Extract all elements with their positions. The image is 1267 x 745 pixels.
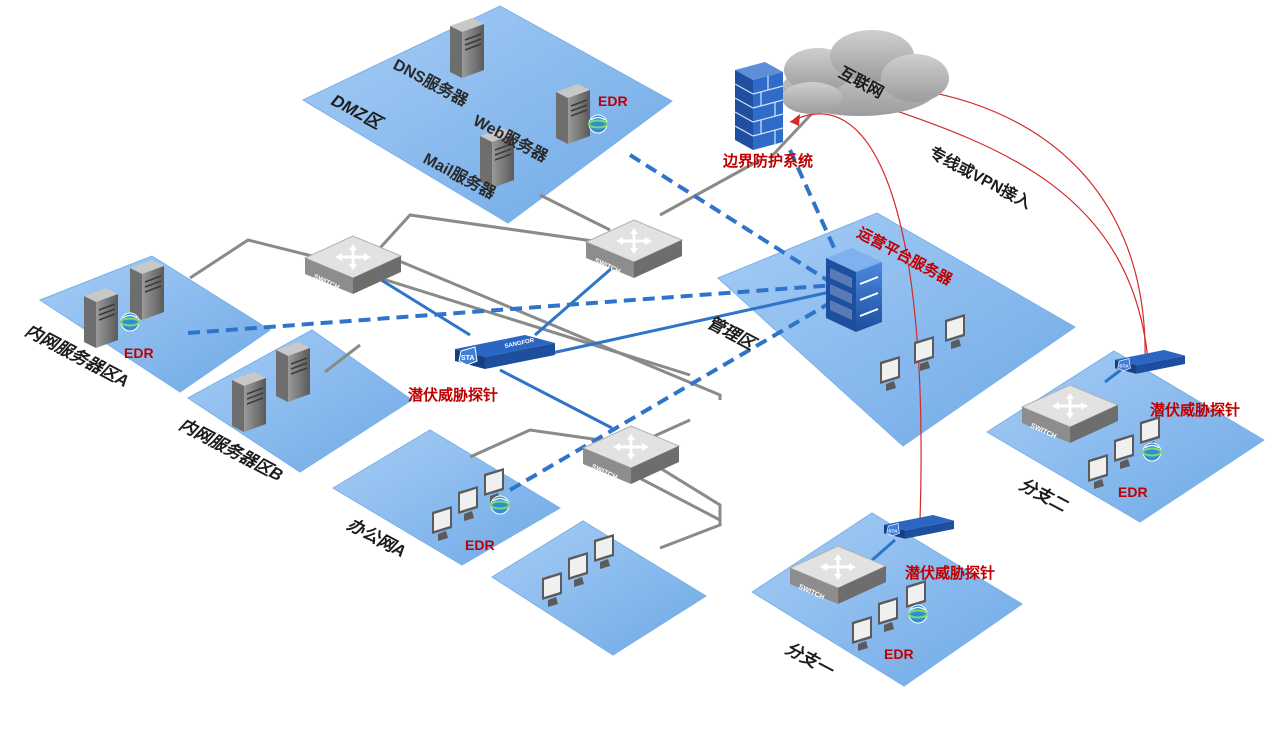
internet-cloud [782,30,949,116]
svg-text:STA: STA [1119,364,1129,370]
zone-branch-two-label: 分支二 [1016,475,1072,517]
edr-branch-one-label: EDR [884,646,914,662]
probe-links [377,266,1123,564]
edr-branch-two-label: EDR [1118,484,1148,500]
internal-a-server-icon-1 [83,287,119,349]
edr-internal-a-icon [120,312,140,332]
edr-dmz-label: EDR [598,93,628,109]
switch-top-icon: SWITCH [584,218,684,280]
zone-internal-a-platform [38,255,271,393]
internal-a-server-icon-2 [129,259,165,321]
probe-branch-two-label: 潜伏威胁探针 [1150,401,1240,419]
vpn-arrowhead [790,114,800,126]
zone-management-platform [717,212,1076,447]
edr-dmz-icon [588,114,608,134]
zone-branch-one-label: 分支一 [782,639,838,681]
management-dashed-links [187,149,837,492]
zone-internal-b-platform [187,329,413,473]
dns-server-icon [449,17,485,79]
web-server-icon [555,83,591,145]
firewall-icon [734,62,784,150]
zone-office-b-platform [491,520,707,656]
probe-center-label: 潜伏威胁探针 [408,386,498,404]
zone-office-a-platform [332,429,561,566]
edr-office-a-icon [490,495,510,515]
internal-b-server-icon-2 [275,341,311,403]
vpn-label: 专线或VPN接入 [926,143,1035,213]
svg-text:STA: STA [888,529,898,535]
probe-branch-one-label: 潜伏威胁探针 [905,564,995,582]
sta-probe-branch-two-icon: STA [1115,350,1185,374]
zone-dmz-platform [301,5,673,224]
switch-left-icon: SWITCH [303,234,403,296]
edr-branch-one-icon [908,604,928,624]
sta-probe-center-icon: STA SANGFOR [455,335,555,369]
ops-platform-server-icon [826,248,882,332]
edr-branch-two-icon [1142,442,1162,462]
sta-probe-branch-one-icon: STA [884,515,954,539]
internal-b-server-icon-1 [231,371,267,433]
border-protection-label: 边界防护系统 [722,152,813,170]
switch-bottom-icon: SWITCH [581,424,681,486]
edr-internal-a-label: EDR [124,345,154,361]
svg-text:STA: STA [461,355,474,362]
zone-management-label: 管理区 [704,313,761,355]
edr-office-a-label: EDR [465,537,495,553]
